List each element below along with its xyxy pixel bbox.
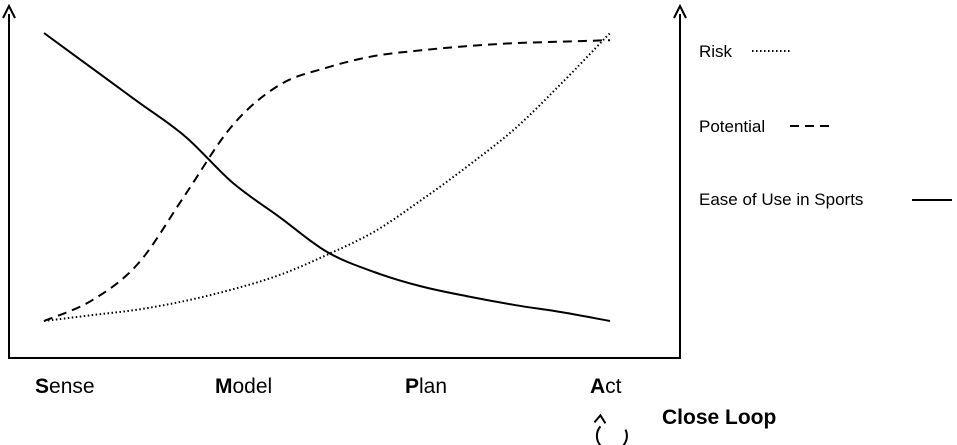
y-axis-left-arrow [2,3,16,19]
series-line-ease-of-use-in-sports [43,32,611,322]
legend-label-potential: Potential [699,117,766,136]
axes [2,3,687,359]
series-line-potential [43,39,611,322]
x-tick-label-act: Act [590,375,622,398]
close-loop-arc [595,425,628,445]
x-tick-label-sense: Sense [35,375,95,398]
close-loop-arrowhead [593,413,607,424]
legend-label-ease-of-use: Ease of Use in Sports [699,190,864,209]
y-axis-right-arrow [673,3,687,19]
x-tick-label-plan: Plan [405,375,448,398]
close-loop-label: Close Loop [662,406,777,429]
x-tick-label-model: Model [215,375,273,398]
series-group [43,32,611,322]
legend-label-risk: Risk [699,42,733,61]
series-line-risk [43,32,611,322]
close-loop-icon [593,413,628,445]
legend-swatches [752,50,952,201]
